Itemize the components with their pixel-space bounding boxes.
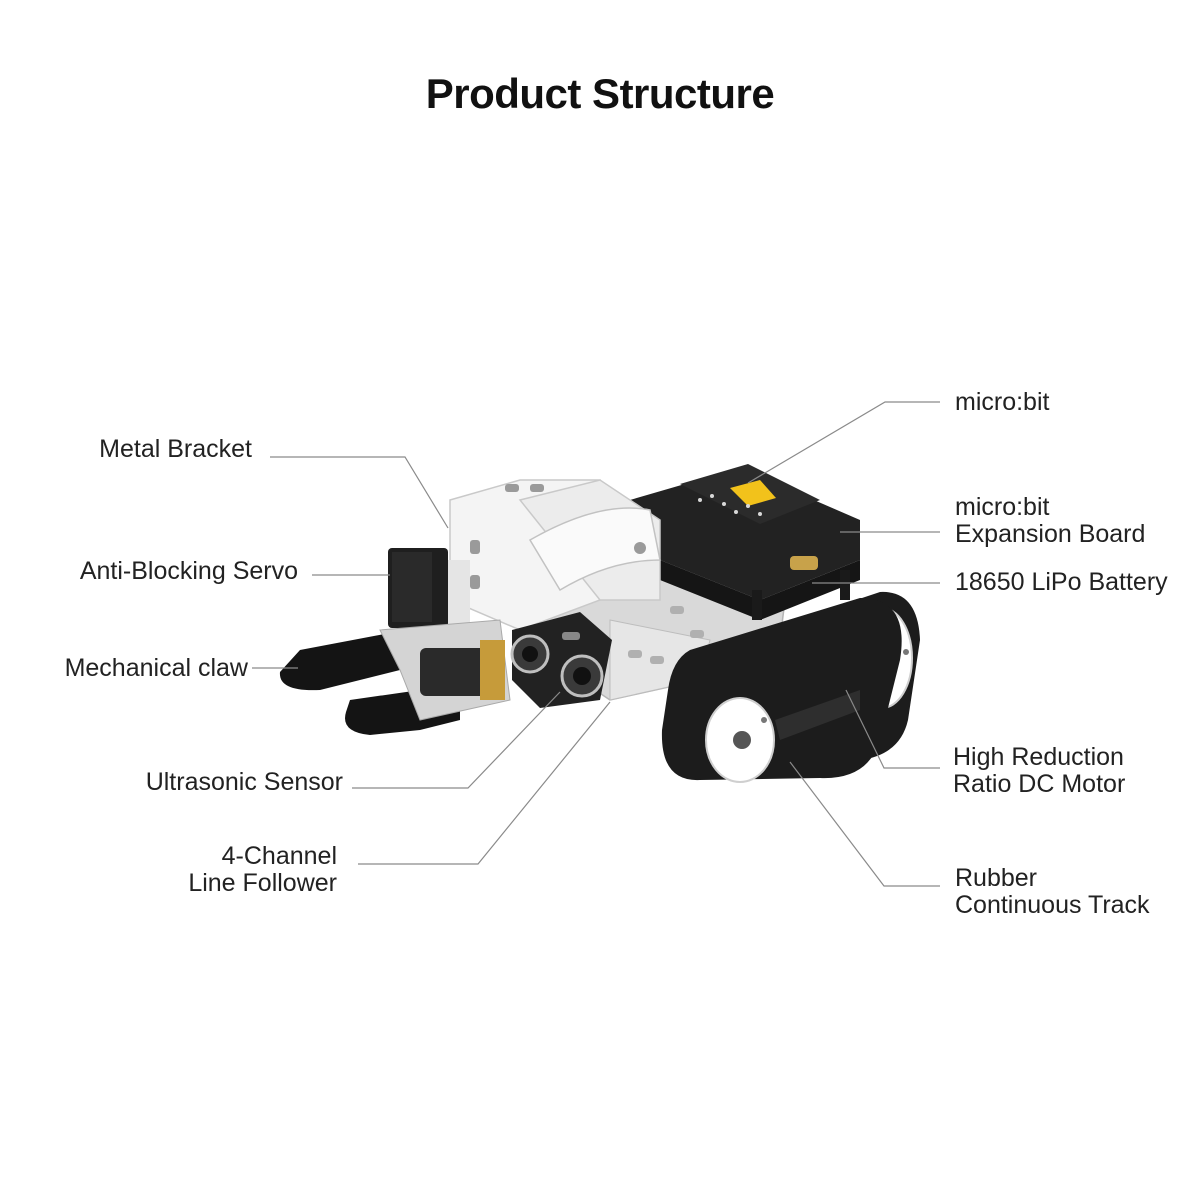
- label-dc-motor-line1: High Reduction: [953, 743, 1124, 771]
- label-battery-text: 18650 LiPo Battery: [955, 568, 1168, 596]
- leader-microbit: [747, 401, 940, 484]
- label-ultrasonic-sensor-text: Ultrasonic Sensor: [145, 768, 343, 796]
- label-track: Rubber Continuous Track: [955, 865, 1150, 919]
- page-title: Product Structure: [425, 70, 775, 117]
- label-mechanical-claw: Mechanical claw: [30, 655, 248, 682]
- label-line-follower-line2: Line Follower: [188, 869, 337, 897]
- label-line-follower: 4-Channel Line Follower: [120, 843, 337, 897]
- anti-blocking-servo: [388, 548, 470, 630]
- ultrasonic-sensor: [510, 612, 612, 708]
- metal-bracket: [449, 479, 661, 631]
- label-anti-blocking-servo-text: Anti-Blocking Servo: [79, 557, 298, 585]
- expansion-board-assembly: [630, 464, 860, 620]
- label-metal-bracket-text: Metal Bracket: [99, 435, 252, 463]
- label-expansion-board-line1: micro:bit: [955, 493, 1050, 521]
- leader-ultrasonic-sensor: [352, 691, 561, 789]
- label-ultrasonic-sensor: Ultrasonic Sensor: [100, 769, 343, 796]
- leader-line-follower: [358, 701, 611, 865]
- label-dc-motor-line2: Ratio DC Motor: [953, 770, 1126, 798]
- leader-dc-motor: [845, 689, 940, 769]
- label-dc-motor: High Reduction Ratio DC Motor: [953, 744, 1125, 798]
- leader-metal-bracket: [270, 456, 449, 529]
- mechanical-claw: [279, 619, 511, 735]
- label-microbit: micro:bit: [955, 389, 1049, 416]
- label-microbit-text: micro:bit: [955, 388, 1050, 416]
- label-line-follower-line1: 4-Channel: [221, 842, 337, 870]
- robot-illustration: [279, 464, 920, 783]
- front-track: [661, 598, 902, 783]
- label-mechanical-claw-text: Mechanical claw: [64, 654, 248, 682]
- label-expansion-board: micro:bit Expansion Board: [955, 494, 1145, 548]
- label-track-line2: Continuous Track: [955, 891, 1150, 919]
- label-metal-bracket: Metal Bracket: [40, 436, 252, 463]
- label-battery: 18650 LiPo Battery: [955, 569, 1168, 596]
- leader-track: [789, 761, 940, 887]
- label-anti-blocking-servo: Anti-Blocking Servo: [40, 558, 298, 585]
- label-track-line1: Rubber: [955, 864, 1037, 892]
- leader-lines: [252, 401, 940, 887]
- label-expansion-board-line2: Expansion Board: [955, 520, 1146, 548]
